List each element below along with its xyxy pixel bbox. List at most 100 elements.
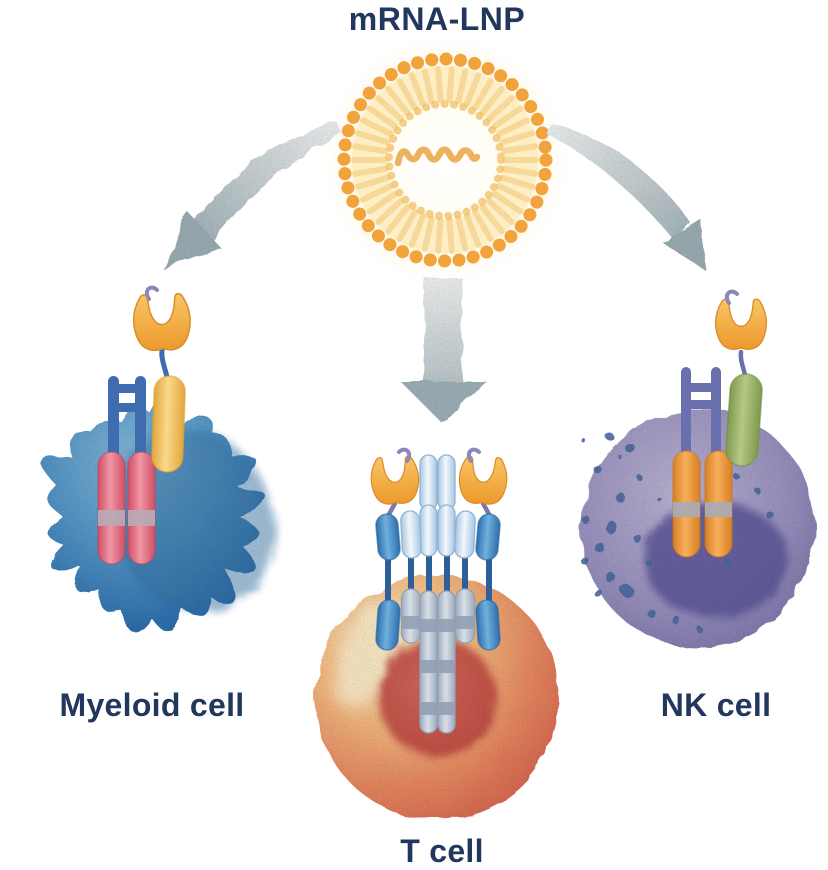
arrow-to-myeloid-head (163, 213, 221, 270)
lnp-lipid-tail (499, 130, 535, 146)
tcr-beta-domain-top (437, 454, 456, 511)
nk-granule-dot (605, 572, 615, 582)
nk-capsule-band-left (673, 502, 700, 517)
lnp-lipid-tail (396, 209, 418, 242)
lnp-lipid-tail (360, 183, 394, 203)
nk-granule-dot (697, 627, 703, 633)
lnp-lipid-tail (499, 174, 535, 190)
nk-granule-dot (594, 466, 602, 474)
tcr-alpha-domain-bottom (419, 504, 438, 557)
lnp-particle (333, 48, 557, 272)
tcr-cd3-domain-inner-right (454, 510, 476, 559)
nk-granule-dot (646, 608, 654, 616)
lnp-lipid-tail (446, 66, 455, 104)
nk-granule-dot (645, 559, 651, 565)
nk-cell-label: NK cell (661, 687, 772, 723)
lnp-lipid-tail (408, 72, 427, 108)
lnp-lipid-tail (352, 143, 389, 155)
tcr-inner-band-left (401, 616, 421, 629)
lnp-lipid-tail (463, 72, 482, 108)
lnp-lipid-tail (355, 174, 391, 190)
lnp-lipid-tail (501, 143, 538, 155)
tcr-cd3-domain-outer-right (475, 513, 501, 561)
lnp-lipid-tail (366, 105, 399, 130)
lnp-lipid-tail (491, 190, 524, 215)
tcr-binder-curl-right (466, 447, 481, 463)
nk-antigen-binder (714, 298, 768, 351)
lnp-lipid-tail (421, 68, 435, 105)
lnp-lipid-tail (472, 209, 494, 242)
lnp-outer-lipid-ring (337, 52, 553, 268)
nk-granule-dot (616, 453, 620, 457)
nk-granule-dot (637, 475, 643, 481)
lnp-lipid-tail (355, 130, 391, 146)
myeloid-capsule-band-right (128, 510, 155, 526)
myeloid-cell-label: Myeloid cell (60, 687, 245, 723)
mrna-strand (394, 146, 481, 167)
myeloid-binder-curl (144, 285, 159, 301)
lnp-lipid-tail (463, 212, 482, 248)
tcr-intracellular-outer-left (375, 599, 401, 651)
lnp-lipid-tail (501, 165, 538, 177)
nk-granule-dot (672, 616, 680, 624)
lnp-lipid-tail (479, 203, 505, 235)
lnp-lipid-tail (435, 216, 444, 254)
lnp-lipid-tail (375, 95, 404, 123)
lnp-lipid-tail (435, 66, 444, 104)
lnp-lipid-tail (486, 95, 515, 123)
tcr-antigen-binder-left (369, 455, 421, 506)
t-cell (315, 447, 559, 819)
nk-granule-dot (593, 588, 601, 596)
arrow-to-myeloid-shaft (196, 122, 341, 240)
myeloid-antigen-binder (131, 292, 192, 352)
lnp-lipid-tail (408, 212, 427, 248)
myeloid-cell (41, 285, 275, 633)
myeloid-transmembrane-capsule-right (127, 451, 156, 565)
nk-granule-dot (635, 536, 643, 544)
arrow-to-t-cell-head (400, 381, 486, 424)
tcr-binder-curl-left (397, 447, 412, 463)
lnp-lipid-tail (385, 85, 411, 117)
lnp-lipid-tail (375, 197, 404, 225)
arrow-to-t-cell-shaft (424, 277, 462, 384)
lnp-lipid-tail (472, 78, 494, 111)
nk-granules (581, 432, 774, 633)
myeloid-receptor-rung-top (108, 384, 146, 393)
myeloid-transmembrane-capsule-left (97, 451, 126, 565)
nk-hinge-capsule (725, 373, 763, 467)
tcr-intracellular-outer-right (475, 599, 501, 651)
nk-granule-dot (582, 558, 590, 566)
lnp-lipid-tail (479, 85, 505, 117)
nk-granule-dot (615, 492, 625, 502)
nk-granule-dot (581, 438, 585, 442)
lnp-lipid-tail (455, 215, 469, 252)
nk-granule-dot (622, 586, 634, 598)
diagram-title: mRNA-LNP (349, 1, 525, 37)
nk-granule-dot (766, 511, 774, 519)
t-cell-receptor-complex (369, 447, 509, 734)
lnp-lipid-tail (385, 203, 411, 235)
nk-granule-dot (605, 432, 613, 440)
lnp-inner-lipid-ring (385, 100, 505, 220)
nk-binder-stem (738, 349, 748, 378)
nk-cell (581, 289, 815, 647)
arrow-to-nk-head (663, 219, 705, 270)
tcr-antigen-binder-right (457, 455, 509, 506)
nk-granule-dot (606, 522, 618, 534)
arrow-to-t-cell (400, 277, 486, 424)
lnp-lipid-tail (446, 216, 455, 254)
nk-granule-dot (658, 498, 662, 502)
lnp-lipid-tail (421, 215, 435, 252)
myeloid-hinge-capsule (151, 375, 186, 473)
lnp-lipid-tail (496, 117, 530, 137)
nk-receptor-rung-bottom (681, 400, 721, 409)
nk-car-receptor (672, 289, 768, 558)
tcr-cd3-domain-outer-left (375, 513, 401, 561)
myeloid-car-receptor (97, 285, 192, 565)
nk-binder-curl (724, 289, 739, 305)
arrow-to-myeloid-cell (163, 122, 341, 270)
nk-capsule-band-right (705, 502, 732, 517)
nk-receptor-rung-top (681, 383, 721, 392)
lnp-lipid-tails (351, 66, 539, 254)
nk-granule-dot (733, 473, 739, 479)
